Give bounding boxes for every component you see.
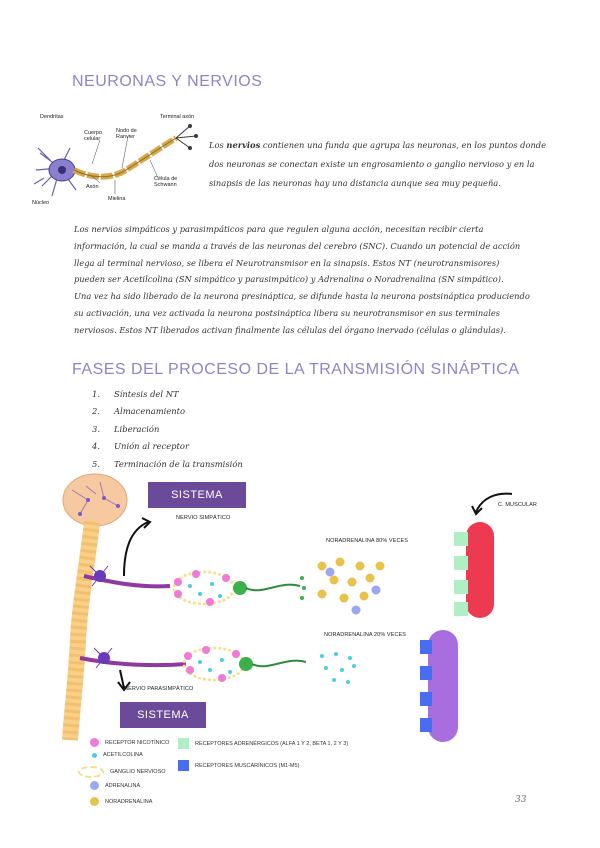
paragraph-1: Los nervios simpáticos y parasimpáticos …	[74, 224, 521, 285]
legend-swatch	[90, 738, 99, 747]
label-noradrenalina-80: NORADRENALINA 80% VECES	[326, 538, 409, 544]
label-nervio-parasimpatico: NERVIO PARASIMPÁTICO	[124, 686, 194, 692]
intro-paragraph: Los nervios contienen una funda que agru…	[209, 136, 549, 193]
section-title-fases: FASES DEL PROCESO DE LA TRANSMISIÓN SINÁ…	[72, 361, 520, 378]
label-dendritas: Dendritas	[40, 114, 64, 120]
legend-swatch	[92, 752, 97, 758]
legend-swatch	[178, 738, 189, 749]
banner-sistema-autonomo-top: SISTEMA AUTÓNOMO	[148, 482, 246, 527]
label-nucleo: Núcleo	[32, 200, 50, 206]
legend-ganglio-nervioso: GANGLIO NERVIOSO	[78, 766, 166, 778]
label-nervio-simpatico: NERVIO SIMPÁTICO	[176, 515, 231, 521]
section-title-neuronas: NEURONAS Y NERVIOS	[72, 73, 263, 90]
banner-sistema-autonomo-bottom: SISTEMA AUTÓNOMO	[120, 702, 206, 747]
label-terminal: Terminal axón	[160, 114, 195, 120]
label-axon: Axón	[86, 184, 99, 190]
legend-swatch	[78, 766, 104, 778]
legend-receptores-muscarinicos: RECEPTORES MUSCARÍNICOS (M1-M5)	[178, 760, 299, 771]
paragraph-2: Una vez ha sido liberado de la neurona p…	[74, 291, 530, 335]
legend-swatch	[178, 760, 189, 771]
autonomic-diagram: SISTEMA AUTÓNOMO NERVIO SIMPÁTICO NORADR…	[0, 470, 600, 800]
autonomic-illustration	[62, 473, 513, 742]
legend-noradrenalina: NORADRENALINA	[90, 797, 152, 806]
label-nodo-ranvier: Nodo de Ranvier	[116, 128, 137, 140]
list-item: 1.Síntesis del NT	[92, 389, 179, 399]
label-c-muscular: C. MUSCULAR	[498, 502, 537, 508]
list-item: 4.Unión al receptor	[92, 441, 189, 452]
list-item: 5.Terminación de la transmisión	[92, 458, 243, 469]
intro-rest: contienen una funda que agrupa las neuro…	[209, 140, 547, 188]
label-cuerpo-celular: Cuerpo celular	[84, 130, 103, 142]
legend-receptores-adrenergicos: RECEPTORES ADRENÉRGICOS (ALFA 1 Y 2, BET…	[178, 738, 348, 749]
legend-adrenalina: ADRENALINA	[90, 781, 140, 790]
list-item: 2.Almacenamiento	[92, 406, 186, 417]
legend-swatch	[90, 781, 99, 790]
list-item: 3.Liberación	[92, 423, 160, 434]
intro-bold-term: nervios	[226, 140, 261, 150]
label-schwann: Célula de Schwann	[154, 176, 178, 188]
legend-acetilcolina: ACETILCOLINA	[92, 752, 143, 758]
page-number: 33	[515, 795, 527, 805]
label-noradrenalina-20: NORADRENALINA 20% VECES	[324, 632, 407, 638]
label-mielina: Mielina	[108, 196, 126, 202]
body-text: Los nervios simpáticos y parasimpáticos …	[74, 221, 532, 339]
phases-list: 1.Síntesis del NT 2.Almacenamiento 3.Lib…	[92, 386, 243, 473]
legend-receptor-nicotinico: RECEPTOR NICOTÍNICO	[90, 738, 169, 747]
neuron-diagram: Dendritas Terminal axón Cuerpo celular N…	[30, 108, 206, 210]
neuron-illustration	[33, 124, 198, 197]
intro-lead: Los	[209, 140, 227, 150]
legend-swatch	[90, 797, 99, 806]
